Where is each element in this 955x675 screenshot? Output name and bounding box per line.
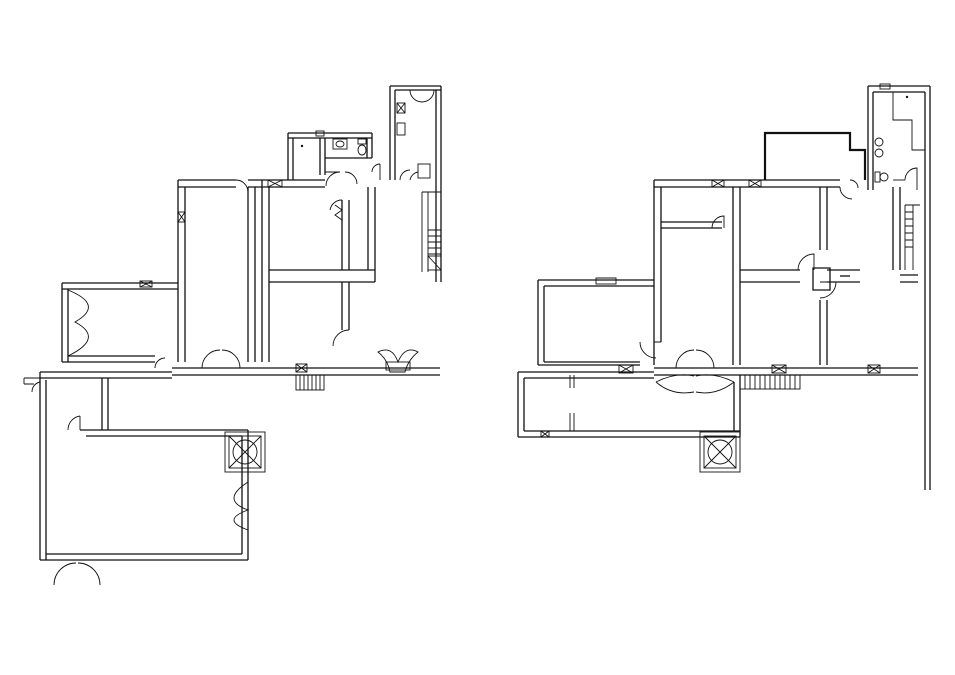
toilet-icon xyxy=(357,138,367,145)
right-porch xyxy=(537,277,654,366)
left-main-walls xyxy=(172,179,440,376)
left-vent-block xyxy=(224,431,266,473)
right-heavy-addition xyxy=(763,131,867,180)
left-top-window xyxy=(267,179,283,188)
left-stair xyxy=(421,191,442,272)
right-bathroom-block xyxy=(867,83,931,490)
toilet-icon xyxy=(874,171,881,183)
right-bottom-windows xyxy=(618,364,881,374)
left-side-window xyxy=(177,211,186,223)
shower-drain-icon xyxy=(905,95,909,99)
right-main-walls xyxy=(653,179,918,376)
right-entrance-steps xyxy=(739,374,801,390)
left-entrance-steps xyxy=(295,363,325,391)
right-main-entrance-door xyxy=(655,349,735,394)
left-main-entrance-door xyxy=(377,349,419,373)
shower-drain-icon xyxy=(300,144,304,148)
left-kitchen-wing xyxy=(389,85,442,282)
right-floor-plan xyxy=(517,83,931,490)
sink-icon xyxy=(332,138,348,150)
left-lower-room xyxy=(23,371,250,586)
left-small-step xyxy=(329,199,343,221)
right-interior-doors xyxy=(639,179,859,359)
right-top-windows xyxy=(711,179,762,188)
right-stair xyxy=(904,204,920,270)
sink-icon xyxy=(874,137,884,147)
stove-icon xyxy=(396,102,406,114)
right-lower-annex xyxy=(517,371,741,438)
left-porch xyxy=(61,280,178,363)
left-bathroom-block xyxy=(287,130,373,187)
left-interior-doors xyxy=(154,163,381,369)
left-floor-plan xyxy=(23,85,442,586)
right-vent-block xyxy=(699,431,741,473)
